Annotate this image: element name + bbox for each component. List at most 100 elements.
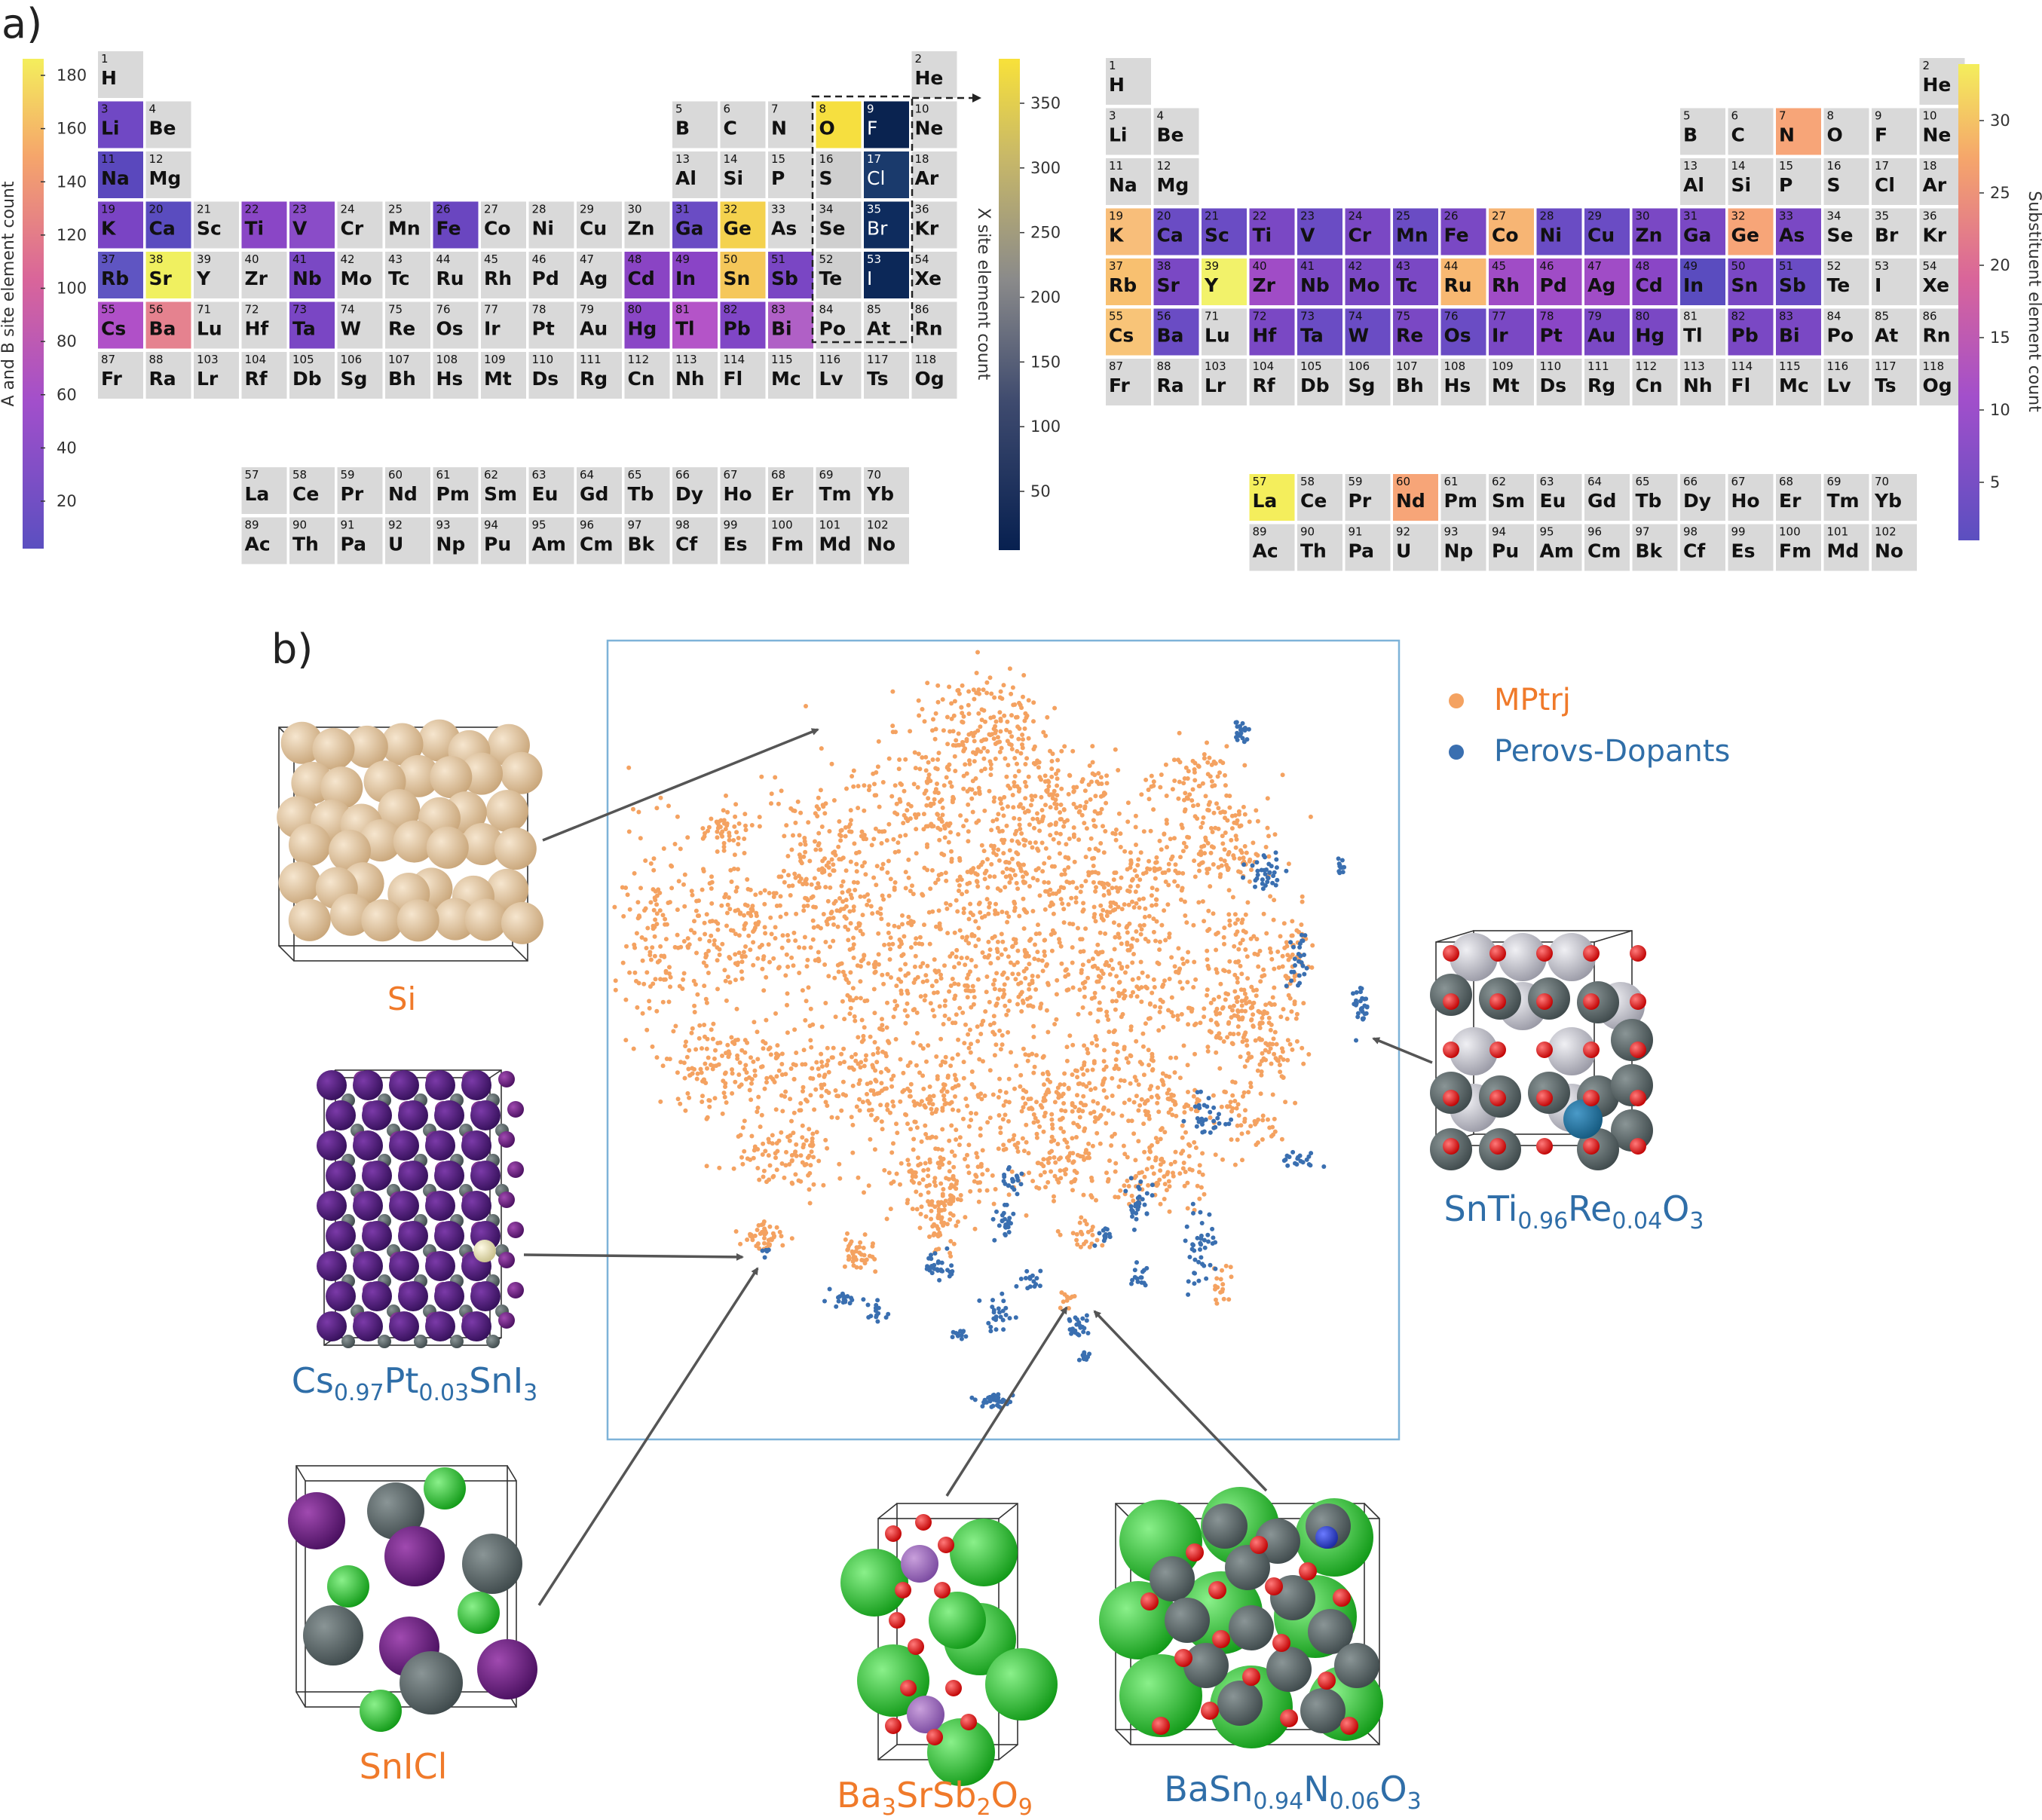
point-mptrj	[1205, 987, 1210, 993]
point-mptrj	[811, 1155, 816, 1160]
point-mptrj	[1042, 879, 1047, 885]
atomic-number: 2	[1923, 59, 1930, 72]
point-mptrj	[1229, 1274, 1234, 1280]
element-symbol: Rg	[1587, 375, 1615, 396]
point-mptrj	[1134, 873, 1140, 879]
point-mptrj	[935, 757, 941, 762]
point-perovs-dopants	[1208, 1262, 1213, 1268]
point-mptrj	[856, 806, 861, 811]
point-mptrj	[969, 1118, 974, 1123]
point-mptrj	[1260, 1113, 1266, 1118]
atomic-number: 69	[1827, 475, 1841, 488]
point-mptrj	[1117, 886, 1122, 891]
point-mptrj	[1143, 1021, 1148, 1026]
point-mptrj	[925, 681, 930, 686]
element-symbol: Nb	[1300, 274, 1330, 296]
point-mptrj	[837, 1060, 843, 1066]
point-mptrj	[1107, 891, 1112, 896]
point-mptrj	[1045, 1029, 1051, 1035]
point-mptrj	[888, 935, 893, 941]
point-mptrj	[842, 1060, 846, 1065]
element-symbol: Dy	[1683, 490, 1711, 512]
point-mptrj	[1015, 784, 1020, 789]
point-mptrj	[838, 838, 843, 843]
point-mptrj	[998, 797, 1003, 802]
colorbar-tick: 25	[1979, 184, 2010, 202]
point-mptrj	[687, 1048, 692, 1053]
point-mptrj	[793, 875, 798, 880]
point-mptrj	[1203, 835, 1208, 840]
point-mptrj	[1191, 922, 1196, 928]
point-mptrj	[951, 796, 957, 801]
point-mptrj	[757, 1177, 762, 1182]
atomic-number: 98	[1683, 525, 1698, 539]
point-mptrj	[876, 739, 881, 744]
point-mptrj	[883, 1066, 889, 1072]
element-symbol: Tm	[1827, 490, 1860, 512]
point-mptrj	[733, 802, 739, 807]
point-mptrj	[947, 684, 952, 690]
point-mptrj	[872, 1011, 877, 1016]
point-perovs-dopants	[1198, 1210, 1203, 1215]
atomic-number: 94	[1492, 525, 1506, 539]
point-perovs-dopants	[990, 1216, 996, 1222]
point-mptrj	[655, 959, 660, 965]
point-mptrj	[1209, 778, 1214, 784]
point-mptrj	[1217, 1035, 1222, 1041]
point-mptrj	[1244, 850, 1249, 855]
ab-axis-title: A and B site element count	[0, 181, 18, 406]
point-mptrj	[1043, 1185, 1048, 1190]
point-mptrj	[1220, 1286, 1226, 1292]
point-mptrj	[1078, 1100, 1083, 1106]
point-mptrj	[977, 1057, 982, 1062]
point-perovs-dopants	[1012, 1187, 1017, 1192]
point-mptrj	[1076, 1081, 1081, 1087]
point-mptrj	[963, 762, 968, 767]
point-mptrj	[1224, 862, 1229, 867]
point-mptrj	[1090, 1225, 1095, 1229]
point-mptrj	[1099, 782, 1104, 786]
left-cell-k: 19K	[98, 201, 143, 249]
atomic-number: 54	[915, 252, 929, 266]
point-mptrj	[956, 982, 961, 987]
point-mptrj	[657, 908, 663, 913]
point-mptrj	[964, 889, 969, 895]
point-mptrj	[928, 1001, 933, 1006]
element-symbol: Cn	[1636, 375, 1663, 396]
point-perovs-dopants	[1284, 983, 1289, 989]
point-perovs-dopants	[1293, 963, 1297, 968]
point-mptrj	[1079, 1215, 1084, 1220]
point-mptrj	[987, 874, 993, 879]
point-mptrj	[1114, 885, 1119, 890]
point-mptrj	[1015, 960, 1020, 965]
point-mptrj	[920, 755, 925, 760]
point-mptrj	[1270, 1124, 1275, 1130]
point-mptrj	[1000, 806, 1005, 811]
point-mptrj	[929, 821, 934, 827]
atomic-number: 42	[1349, 259, 1363, 273]
point-mptrj	[945, 764, 950, 769]
point-mptrj	[856, 1175, 861, 1180]
point-mptrj	[784, 952, 789, 957]
point-mptrj	[1098, 841, 1104, 846]
point-mptrj	[906, 802, 911, 807]
point-mptrj	[797, 833, 802, 838]
point-perovs-dopants	[1359, 986, 1364, 991]
point-mptrj	[1213, 825, 1218, 830]
point-mptrj	[1230, 1042, 1235, 1047]
point-mptrj	[1087, 846, 1092, 852]
point-mptrj	[1260, 1051, 1265, 1056]
point-mptrj	[761, 1168, 767, 1173]
point-mptrj	[1254, 808, 1259, 813]
point-perovs-dopants	[928, 1265, 933, 1271]
point-mptrj	[1104, 1170, 1109, 1176]
point-mptrj	[1101, 824, 1105, 829]
point-mptrj	[658, 795, 663, 800]
element-symbol: C	[724, 118, 737, 139]
